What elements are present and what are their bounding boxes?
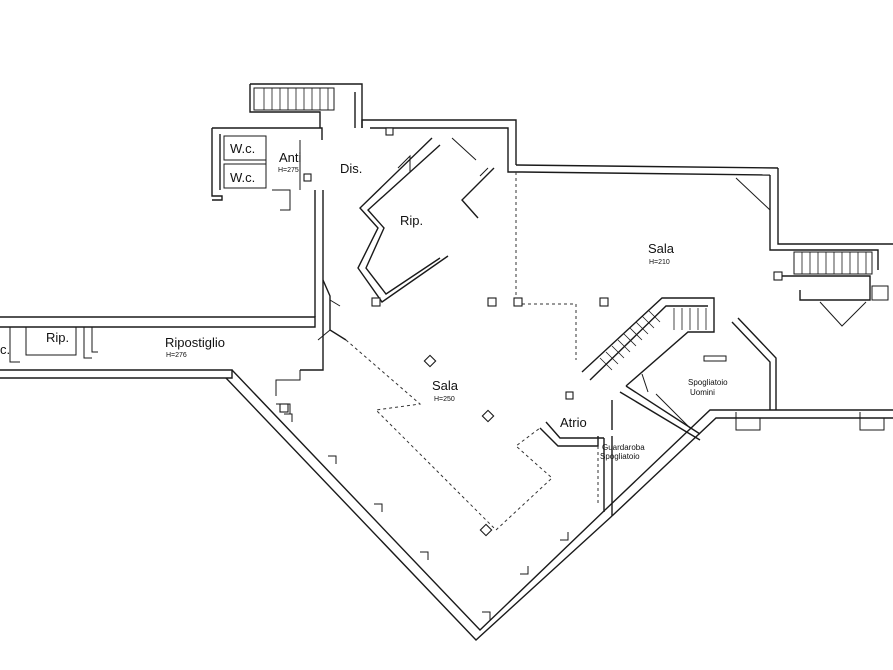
label-spogliatoio-uomini-1: Spogliatoio — [688, 378, 728, 387]
service-walls — [539, 177, 885, 516]
label-wc-left-cut: c. — [0, 342, 10, 357]
label-rip-center: Rip. — [400, 213, 423, 228]
main-sala-walls — [275, 279, 347, 414]
label-wc-bottom: W.c. — [230, 170, 255, 185]
pillar — [481, 409, 495, 423]
label-ripostiglio-height: H=276 — [166, 352, 187, 359]
pillar — [565, 391, 574, 400]
label-wc-top: W.c. — [230, 141, 255, 156]
label-sala-main-height: H=250 — [434, 396, 455, 403]
pillar — [423, 354, 437, 368]
pillars — [279, 127, 609, 537]
label-sala-right: Sala — [648, 241, 675, 256]
rip-room-walls — [357, 137, 495, 303]
pillar — [513, 297, 523, 307]
left-rooms — [9, 327, 98, 363]
outer-walls — [0, 83, 893, 641]
pillar — [303, 173, 312, 182]
label-rip-left: Rip. — [46, 330, 69, 345]
pillar — [479, 523, 493, 537]
label-sala-right-height: H=210 — [649, 259, 670, 266]
pillar — [599, 297, 609, 307]
label-spogliatoio: Spogliatoio — [600, 452, 640, 461]
pillar — [371, 297, 381, 307]
dashed-lines — [345, 172, 599, 531]
pillar — [487, 297, 497, 307]
label-spogliatoio-uomini-2: Uomini — [690, 388, 715, 397]
label-anti-height: H=275 — [278, 167, 299, 174]
pillar — [385, 127, 394, 136]
room-labels: W.c. W.c. Anti H=275 Dis. Rip. Sala H=21… — [0, 141, 728, 461]
right-stairs — [773, 251, 889, 327]
wc-cubicles — [223, 135, 301, 211]
top-stairs — [253, 87, 335, 111]
pillar — [279, 403, 289, 413]
central-stairs — [581, 297, 715, 387]
label-anti: Anti — [279, 150, 302, 165]
label-dis: Dis. — [340, 161, 362, 176]
diagonal-notches — [284, 413, 569, 620]
label-ripostiglio: Ripostiglio — [165, 335, 225, 350]
label-sala-main: Sala — [432, 378, 459, 393]
label-atrio: Atrio — [560, 415, 587, 430]
label-guardaroba: Guardaroba — [602, 443, 645, 452]
